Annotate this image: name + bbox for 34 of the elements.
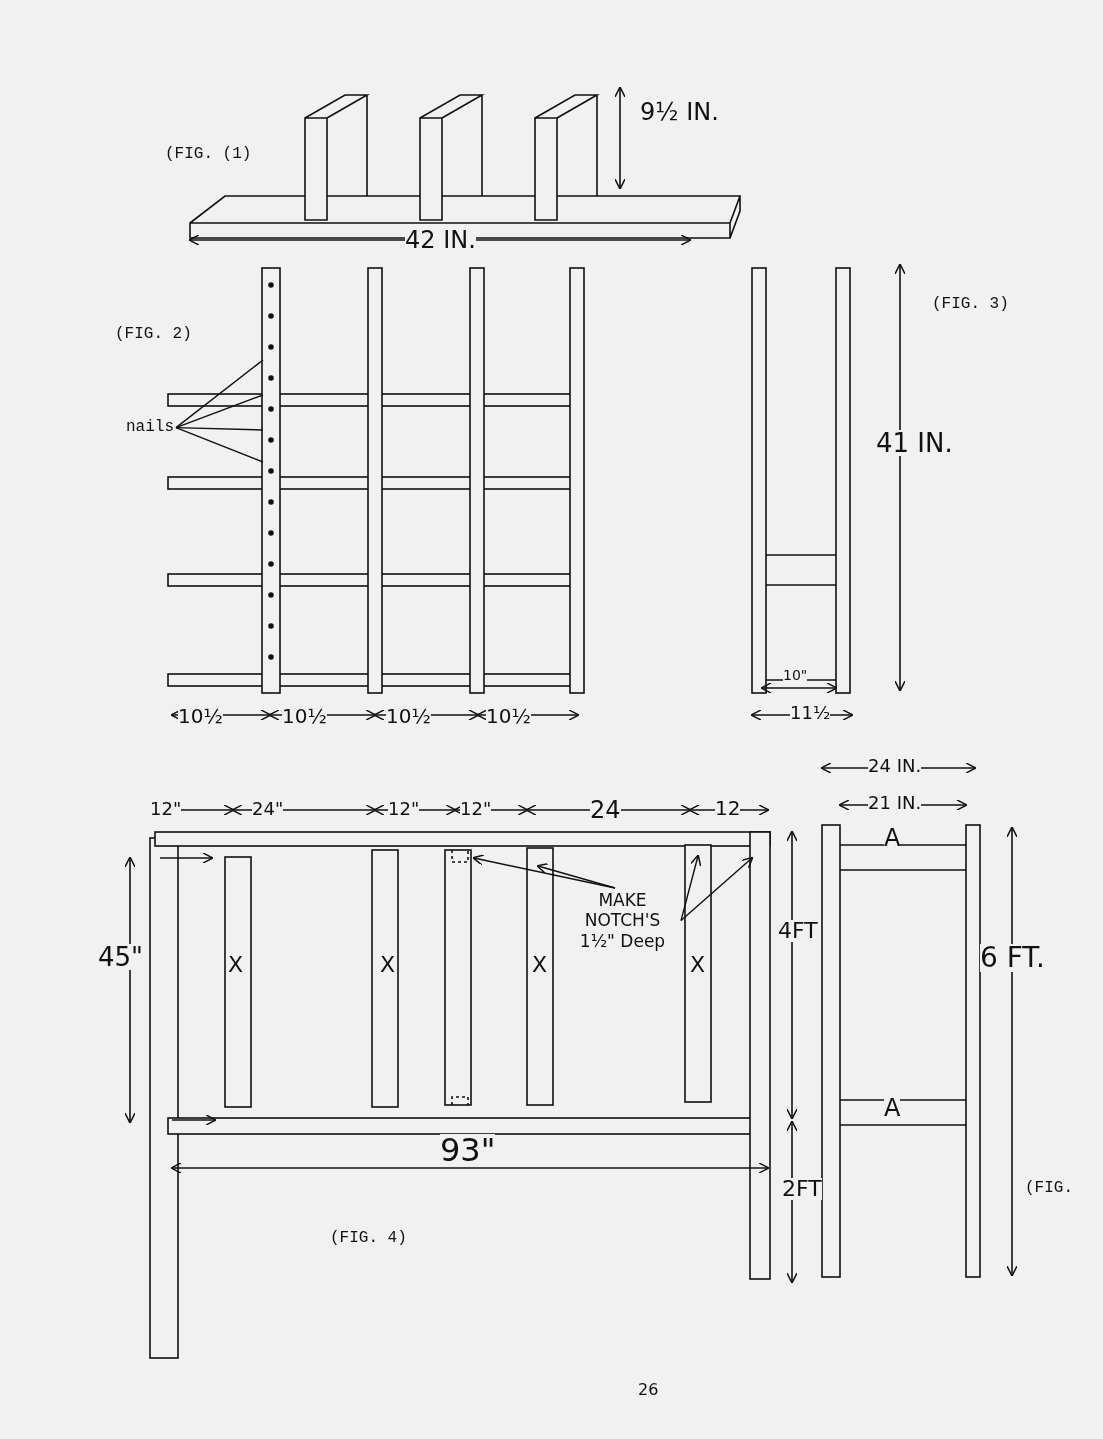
dimension-label: 10½ <box>386 706 431 726</box>
dimension-label: 10½ <box>486 706 531 726</box>
figure-caption: (FIG. 2) <box>115 326 192 342</box>
figure-caption: (FIG. 3) <box>932 296 1009 312</box>
dimension-label: 41 IN. <box>876 430 953 456</box>
note-text: MAKE NOTCH'S 1½" Deep <box>565 890 680 952</box>
dimension-label: 24" <box>252 800 284 818</box>
leader-arrow <box>680 854 702 922</box>
dimension-label: 24 IN. <box>868 757 922 775</box>
dimension-label: 12" <box>388 800 420 818</box>
figure-caption: (FIG. 4) <box>330 1230 407 1246</box>
figure-caption: (FIG. (1) <box>165 146 252 162</box>
dimension-label: 45" <box>98 944 144 970</box>
dimension-label: 12" <box>460 800 492 818</box>
dimension-label: 21 IN. <box>868 794 922 812</box>
leader-line <box>175 426 264 463</box>
callout-label: nails <box>125 418 175 438</box>
dimension-label: 12" <box>150 800 182 818</box>
dimension-label: 10" <box>783 668 808 682</box>
dimension-label: 2FT <box>782 1178 822 1200</box>
leader-arrow <box>536 862 616 889</box>
dimension-label: 12 <box>715 798 741 818</box>
dimension-label: 10½ <box>178 706 223 726</box>
dimension-label: 10½ <box>282 706 327 726</box>
leader-line <box>175 359 264 429</box>
dimension-label: 6 FT. <box>980 944 1045 972</box>
figure-caption: (FIG. <box>1025 1180 1073 1196</box>
dimension-label: 4FT <box>778 920 818 942</box>
leader-line <box>175 426 264 431</box>
leader-arrow <box>680 856 754 922</box>
page-number: 26 <box>638 1382 659 1398</box>
dimension-label: 11½ <box>790 704 831 722</box>
dimension-label: 9½ IN. <box>640 100 719 124</box>
leader-line <box>175 394 264 429</box>
